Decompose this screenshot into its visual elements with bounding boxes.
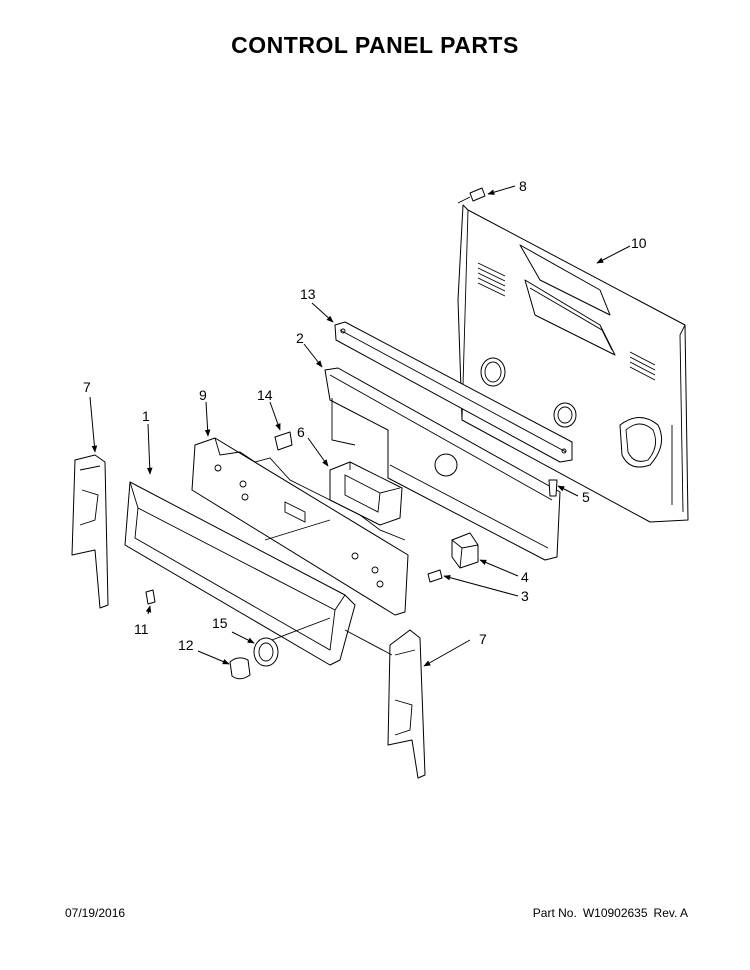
callout-4: 4 (521, 569, 529, 585)
callout-5: 5 (582, 489, 590, 505)
callout-1: 1 (142, 408, 150, 424)
callout-11: 11 (134, 621, 149, 637)
vent-slots-left (477, 262, 506, 297)
callout-14: 14 (257, 387, 273, 403)
part-number-label: Part No. (532, 906, 577, 920)
part-number: W10902635 (582, 906, 648, 920)
part-14-component (274, 431, 293, 451)
part-side-bracket-left (71, 454, 109, 609)
page-title: CONTROL PANEL PARTS (231, 32, 519, 58)
callout-2: 2 (296, 330, 304, 346)
part-screw-8 (457, 187, 486, 204)
part-upper-bracket (334, 321, 573, 463)
part-screw-3 (427, 569, 443, 583)
callout-3: 3 (521, 588, 529, 604)
part-knob-15 (253, 637, 279, 667)
part-screw-5 (548, 479, 558, 497)
part-switch-board (191, 437, 409, 616)
part-side-bracket-right (387, 629, 426, 779)
vent-slots-right (629, 351, 656, 381)
revision: Rev. A (653, 906, 688, 920)
callout-10: 10 (631, 235, 647, 251)
part-number-block: Part No. W10902635 Rev. A (533, 906, 688, 920)
part-clip-11 (145, 589, 156, 605)
callout-6: 6 (297, 424, 305, 440)
part-rear-panel (457, 204, 689, 523)
part-console (124, 481, 356, 666)
part-knob-12 (229, 657, 251, 680)
part-switch-4 (451, 532, 479, 569)
callout-15: 15 (212, 615, 228, 631)
callout-7-left: 7 (83, 379, 91, 395)
callout-13: 13 (300, 286, 316, 302)
callout-7-right: 7 (479, 631, 487, 647)
revision-date: 07/19/2016 (65, 906, 126, 920)
part-control-housing (324, 367, 561, 561)
callout-8: 8 (519, 178, 527, 194)
leader-lines (89, 185, 631, 667)
callout-labels: 8 10 13 2 7 1 9 14 6 5 4 3 7 11 15 12 (83, 178, 647, 653)
callout-9: 9 (199, 387, 207, 403)
callout-12: 12 (178, 637, 194, 653)
